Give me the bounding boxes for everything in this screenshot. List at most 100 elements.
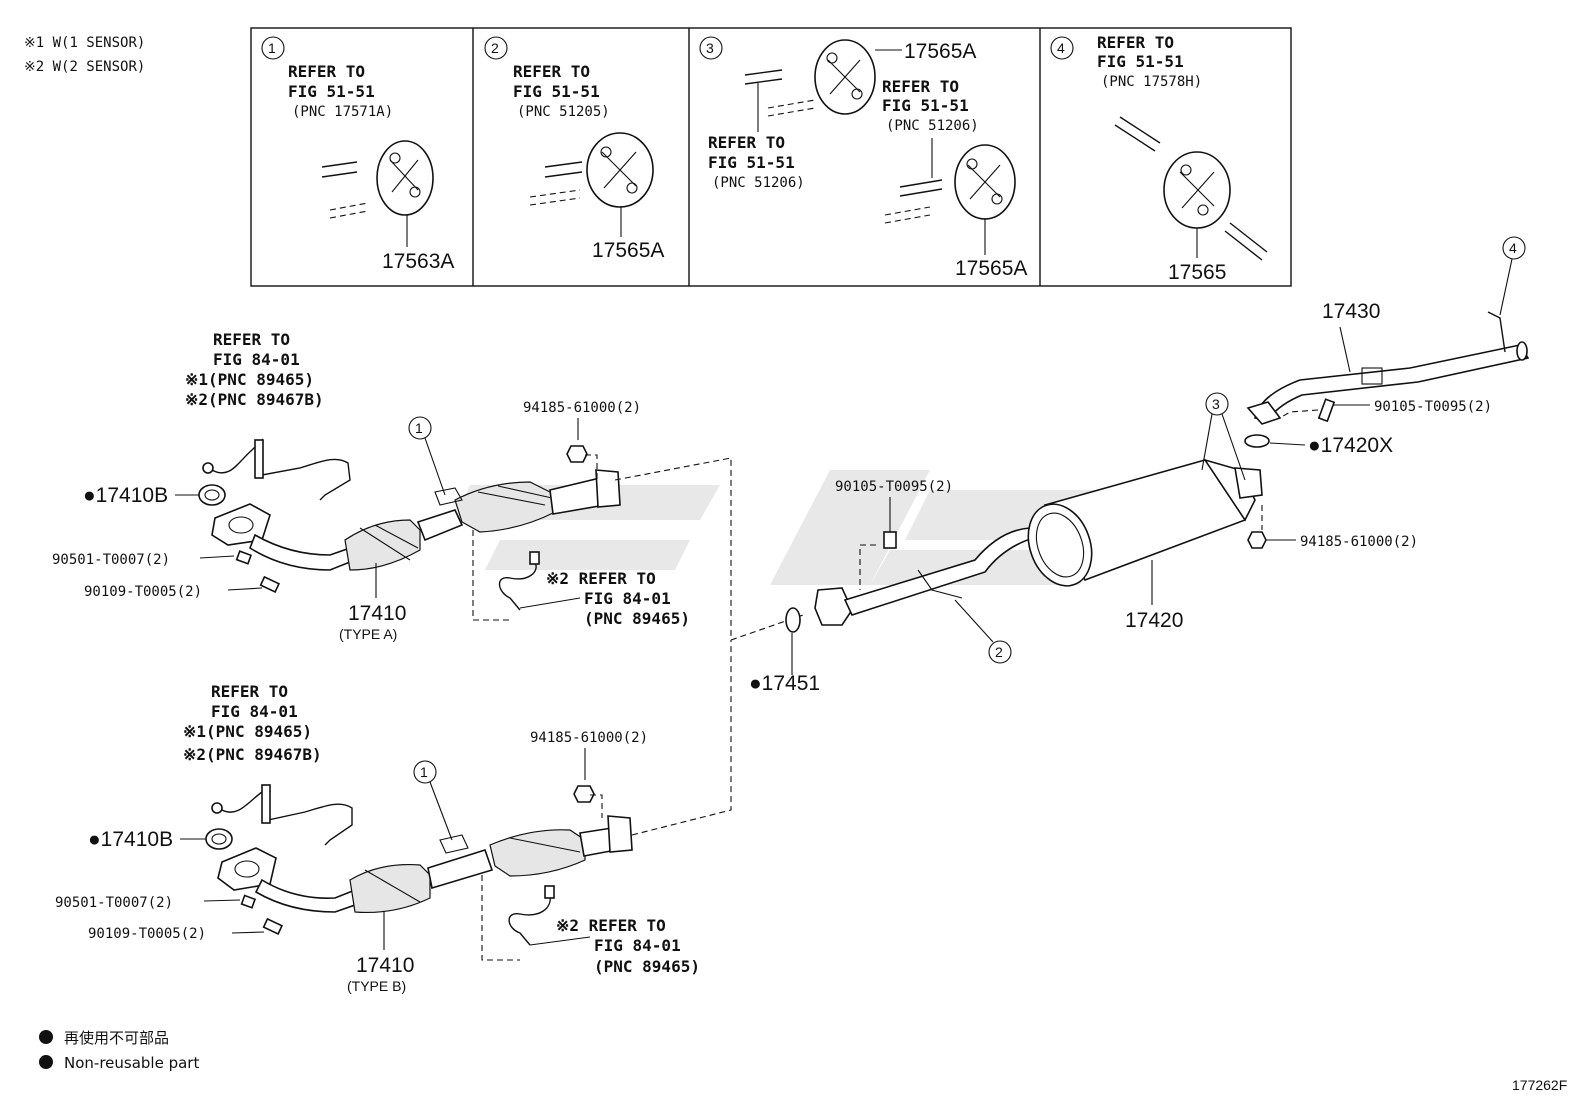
panel-3-part-top: 17565A bbox=[904, 40, 976, 63]
type-b-sensor-refer: ※2 REFER TO bbox=[556, 916, 666, 935]
nut-rear-label: 94185-61000(2) bbox=[1300, 534, 1418, 550]
panel-2-fig: FIG 51-51 bbox=[513, 82, 600, 101]
type-a-bolt-icon bbox=[259, 575, 281, 593]
type-a-pnc1: ※1(PNC 89465) bbox=[185, 370, 314, 389]
type-a-sensor-fig: FIG 84-01 bbox=[584, 589, 671, 608]
panel-2-refer: REFER TO bbox=[513, 62, 590, 81]
type-a-gasket-label: ●17410B bbox=[83, 484, 168, 507]
figure-code: 177262F bbox=[1512, 1077, 1567, 1093]
type-b-fig: FIG 84-01 bbox=[211, 702, 298, 721]
panel-3-pnc-b: (PNC 51206) bbox=[886, 118, 979, 134]
type-a-nut-label: 94185-61000(2) bbox=[523, 400, 641, 416]
muffler-icon bbox=[1027, 458, 1263, 587]
sensor-note-1: ※1 W(1 SENSOR) bbox=[24, 35, 145, 51]
panel-4-pnc: (PNC 17578H) bbox=[1101, 74, 1202, 90]
nut-rear-icon bbox=[1247, 531, 1267, 549]
panel-1: 1 REFER TO FIG 51-51 (PNC 17571A) 17563A bbox=[261, 36, 454, 273]
panel-2-pnc: (PNC 51205) bbox=[517, 104, 610, 120]
gasket-rear-label: ●17420X bbox=[1308, 434, 1393, 457]
type-a-rear-sensor-icon bbox=[498, 561, 537, 611]
panel-2-part: 17565A bbox=[592, 239, 664, 262]
callout-4: 4 bbox=[1509, 240, 1517, 256]
type-b-converter-2 bbox=[489, 829, 586, 877]
sensor-note-2: ※2 W(2 SENSOR) bbox=[24, 59, 145, 75]
panel-3-refer-b: REFER TO bbox=[882, 77, 959, 96]
type-a-type-label: (TYPE A) bbox=[339, 626, 397, 642]
panel-2-number: 2 bbox=[491, 40, 499, 56]
type-b-gasket-label: ●17410B bbox=[88, 828, 173, 851]
type-b-rear-sensor-icon bbox=[508, 895, 551, 946]
gasket-17451-icon bbox=[785, 607, 801, 633]
legend-jp: 再使用不可部品 bbox=[64, 1029, 169, 1047]
type-a-sensor-pnc: (PNC 89465) bbox=[584, 609, 690, 628]
panel-4-number: 4 bbox=[1057, 40, 1065, 56]
type-a-sensor-refer: ※2 REFER TO bbox=[546, 569, 656, 588]
panel-4-fig: FIG 51-51 bbox=[1097, 52, 1184, 71]
type-a-gasket-icon bbox=[198, 484, 226, 506]
type-a-pnc2: ※2(PNC 89467B) bbox=[185, 390, 324, 409]
bolt-mid-label: 90105-T0095(2) bbox=[835, 479, 953, 495]
callout-3: 3 bbox=[1212, 396, 1220, 412]
type-a-stud-label: 90501-T0007(2) bbox=[52, 552, 170, 568]
gasket-17451-label: ●17451 bbox=[749, 672, 820, 695]
type-b-stud-label: 90501-T0007(2) bbox=[55, 895, 173, 911]
panel-1-hanger-icon bbox=[376, 140, 434, 216]
non-reusable-bullet-icon bbox=[39, 1030, 53, 1044]
type-a-nut-icon bbox=[566, 445, 588, 463]
type-b-bolt-icon bbox=[262, 917, 284, 935]
type-a-callout-1: 1 bbox=[415, 420, 423, 436]
type-a-part-label: 17410 bbox=[348, 602, 406, 625]
type-b-callout-1: 1 bbox=[420, 764, 428, 780]
type-b-converter-1 bbox=[349, 863, 431, 914]
muffler-label: 17420 bbox=[1125, 609, 1183, 632]
type-a-stud-icon bbox=[235, 550, 253, 565]
panel-3-refer-a: REFER TO bbox=[708, 133, 785, 152]
type-b-nut-label: 94185-61000(2) bbox=[530, 730, 648, 746]
type-b-bolt-label: 90109-T0005(2) bbox=[88, 926, 206, 942]
gasket-rear-icon bbox=[1244, 434, 1270, 448]
mount-reference-panels: 1 REFER TO FIG 51-51 (PNC 17571A) 17563A… bbox=[250, 27, 1292, 287]
type-b-pnc1: ※1(PNC 89465) bbox=[183, 722, 312, 741]
non-reusable-bullet-icon-2 bbox=[39, 1055, 53, 1069]
type-b-part-label: 17410 bbox=[356, 954, 414, 977]
type-a-fig: FIG 84-01 bbox=[213, 350, 300, 369]
type-b-stud-icon bbox=[240, 894, 257, 909]
legend-en: Non-reusable part bbox=[64, 1054, 199, 1072]
rear-exhaust-section: ●17451 2 90105-T0095(2) 17420 3 bbox=[749, 236, 1530, 695]
center-pipe-flange-icon bbox=[814, 587, 853, 626]
type-a-sensor-wire bbox=[211, 438, 351, 501]
callout-2: 2 bbox=[995, 644, 1003, 660]
panel-3-number: 3 bbox=[706, 40, 714, 56]
panel-1-fig: FIG 51-51 bbox=[288, 82, 375, 101]
tailpipe-label: 17430 bbox=[1322, 300, 1380, 323]
type-b-sensor-wire bbox=[221, 784, 353, 846]
type-b-refer: REFER TO bbox=[211, 682, 288, 701]
type-b-gasket-icon bbox=[205, 828, 233, 850]
panel-4-part: 17565 bbox=[1168, 261, 1226, 284]
type-a-refer: REFER TO bbox=[213, 330, 290, 349]
panel-3: 3 17565A REFER TO FIG 51-51 (PNC 51206) … bbox=[699, 36, 1027, 280]
panel-1-refer: REFER TO bbox=[288, 62, 365, 81]
panel-1-part: 17563A bbox=[382, 250, 454, 273]
type-b-sensor-fig: FIG 84-01 bbox=[594, 936, 681, 955]
front-pipe-type-a: REFER TO FIG 84-01 ※1(PNC 89465) ※2(PNC … bbox=[52, 330, 804, 642]
panel-3-part: 17565A bbox=[955, 257, 1027, 280]
front-pipe-type-b: REFER TO FIG 84-01 ※1(PNC 89465) ※2(PNC … bbox=[55, 640, 732, 994]
panel-4-hanger-icon bbox=[1163, 151, 1231, 229]
panel-4-refer: REFER TO bbox=[1097, 33, 1174, 52]
bolt-rear-label: 90105-T0095(2) bbox=[1374, 399, 1492, 415]
type-a-converter-1 bbox=[344, 519, 421, 571]
type-a-bolt-label: 90109-T0005(2) bbox=[84, 584, 202, 600]
panel-1-pnc: (PNC 17571A) bbox=[292, 104, 393, 120]
panel-3-fig-b: FIG 51-51 bbox=[882, 96, 969, 115]
bolt-mid-icon bbox=[883, 531, 897, 549]
type-b-type-label: (TYPE B) bbox=[347, 978, 406, 994]
panel-4: 4 REFER TO FIG 51-51 (PNC 17578H) 17565 bbox=[1050, 33, 1268, 284]
type-b-sensor-pnc: (PNC 89465) bbox=[594, 957, 700, 976]
non-reusable-legend: 再使用不可部品 Non-reusable part bbox=[39, 1029, 199, 1072]
panel-3-pnc-a: (PNC 51206) bbox=[712, 175, 805, 191]
panel-3-fig-a: FIG 51-51 bbox=[708, 153, 795, 172]
panel-1-number: 1 bbox=[268, 40, 276, 56]
type-b-pnc2: ※2(PNC 89467B) bbox=[183, 745, 322, 764]
